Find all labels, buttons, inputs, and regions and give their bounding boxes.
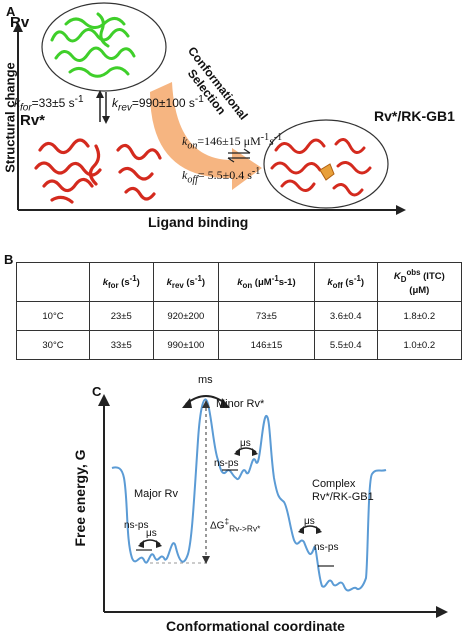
energy-landscape (98, 394, 448, 618)
panel-a-figure (13, 2, 406, 215)
table-header-row: kfor (s-1) krev (s-1) kon (μM-1s-1) koff… (16, 262, 463, 302)
table-header-empty (16, 262, 90, 302)
table-cell-kd: 1.8±0.2 (376, 301, 463, 331)
us-label-major: μs (146, 528, 157, 539)
complex-protein-structure (270, 138, 372, 197)
complex-ellipse (263, 119, 389, 209)
panel-a-x-arrowhead (396, 205, 406, 215)
table-header-koff: koff (s-1) (313, 262, 378, 302)
kinetics-table: kfor (s-1) krev (s-1) kon (μM-1s-1) koff… (16, 262, 463, 360)
table-header-kon: kon (μM-1s-1) (218, 262, 315, 302)
table-row: 10°C 23±5 920±200 73±5 3.6±0.4 1.8±0.2 (16, 301, 463, 331)
delta-g-label: ΔG‡Rv->Rv* (210, 516, 261, 534)
table-header-kfor: kfor (s-1) (89, 262, 154, 302)
koff-text: koff= 5.5±0.4 s-1 (182, 166, 261, 186)
table-cell-kon: 146±15 (218, 330, 315, 360)
table-cell-krev: 920±200 (152, 301, 220, 331)
panel-c-y-arrowhead (98, 394, 110, 406)
table-cell-kd: 1.0±0.2 (376, 330, 463, 360)
ns-ps-label-complex: ns-ps (314, 542, 339, 553)
panel-c-y-axis-label: Free energy, G (72, 449, 88, 547)
selection-arrow (150, 82, 262, 190)
table-cell-koff: 5.5±0.4 (313, 330, 378, 360)
table-row: 30°C 33±5 990±100 146±15 5.5±0.4 1.0±0.2 (16, 330, 463, 360)
table-cell-temp: 10°C (16, 301, 90, 331)
panel-a-y-axis-label: Structural change (2, 62, 18, 173)
us-label-complex: μs (304, 516, 315, 527)
kfor-text: kfor=33±5 s-1 (14, 94, 84, 114)
table-cell-koff: 3.6±0.4 (313, 301, 378, 331)
panel-a-y-arrowhead (13, 22, 23, 32)
panel-b-label: B (4, 252, 14, 267)
ms-label: ms (198, 374, 213, 386)
panel-a-label: A (6, 4, 16, 19)
krev-text: krev=990±100 s-1 (112, 94, 204, 114)
table-cell-kon: 73±5 (218, 301, 315, 331)
panel-a-rv-label: Rv (10, 14, 30, 31)
rv-ellipse (41, 2, 167, 92)
table-header-krev: krev (s-1) (152, 262, 220, 302)
table-cell-kfor: 33±5 (89, 330, 154, 360)
table-cell-temp: 30°C (16, 330, 90, 360)
rvstar-protein-structure (34, 138, 162, 204)
panel-a-x-axis-label: Ligand binding (148, 214, 249, 230)
rk-gb1-ligand (319, 163, 335, 181)
table-cell-krev: 990±100 (152, 330, 220, 360)
us-label-minor: μs (240, 438, 251, 449)
ns-ps-label-major: ns-ps (124, 520, 149, 531)
major-rv-label: Major Rv (134, 488, 179, 500)
kon-text: kon=146±15 μM-1s-1 (182, 132, 283, 152)
ns-ps-label-minor: ns-ps (214, 458, 239, 469)
free-energy-curve (111, 398, 387, 592)
table-header-kd: KDobs (ITC)(μM) (376, 262, 463, 302)
panel-a-complex-label: Rv*/RK-GB1 (374, 108, 455, 124)
panel-c-x-arrowhead (436, 606, 448, 618)
panel-c-label: C (92, 384, 102, 399)
panel-a-rvstar-label: Rv* (20, 112, 46, 129)
minor-rv-label: Minor Rv* (216, 398, 265, 410)
panel-c-x-axis-label: Conformational coordinate (166, 618, 345, 634)
rv-protein-structure (50, 12, 136, 78)
complex-label: Complex Rv*/RK-GB1 (312, 478, 374, 503)
table-cell-kfor: 23±5 (89, 301, 154, 331)
